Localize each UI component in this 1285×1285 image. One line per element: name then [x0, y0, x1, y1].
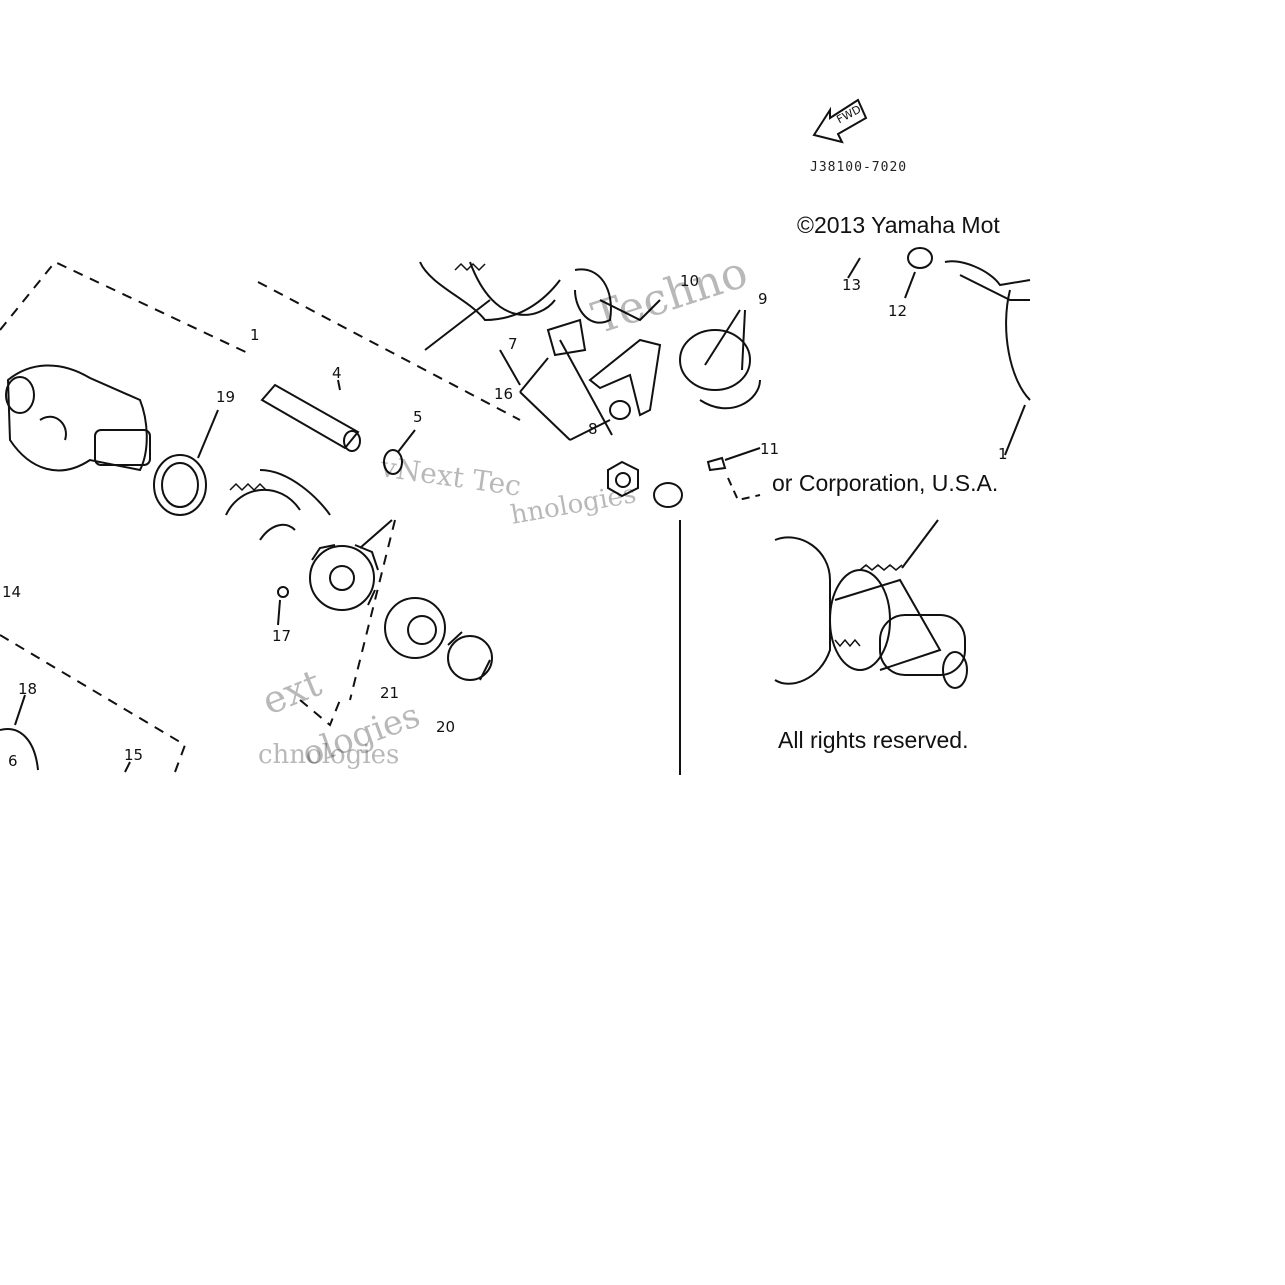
callout-label: 1 [998, 445, 1008, 463]
drawing-code: J38100-7020 [810, 160, 908, 175]
callout-label: 4 [332, 364, 342, 382]
copyright-line-3: All rights reserved. [778, 727, 969, 753]
callout-label: 13 [842, 276, 862, 294]
callout-label: 6 [8, 752, 18, 770]
callout-label: 19 [216, 388, 236, 406]
callout-label: 15 [124, 746, 144, 764]
copyright-line-1: ©2013 Yamaha Mot [797, 212, 1000, 238]
callout-label: 11 [760, 440, 780, 458]
callout-label: 16 [494, 385, 514, 403]
watermark: chnologies [258, 740, 400, 770]
callout-label: 5 [413, 408, 423, 426]
callout-label: 7 [508, 335, 518, 353]
callout-label: 9 [758, 290, 768, 308]
callout-label: 21 [380, 684, 400, 702]
callout-label: 12 [888, 302, 908, 320]
callout-label: 10 [680, 272, 700, 290]
callout-label: 17 [272, 627, 292, 645]
copyright-line-2: or Corporation, U.S.A. [772, 470, 999, 496]
callout-label: 18 [18, 680, 38, 698]
callout-label: 8 [588, 420, 598, 438]
callout-label: 1 [250, 326, 260, 344]
callout-label: 20 [436, 718, 456, 736]
callout-label: 14 [2, 583, 22, 601]
